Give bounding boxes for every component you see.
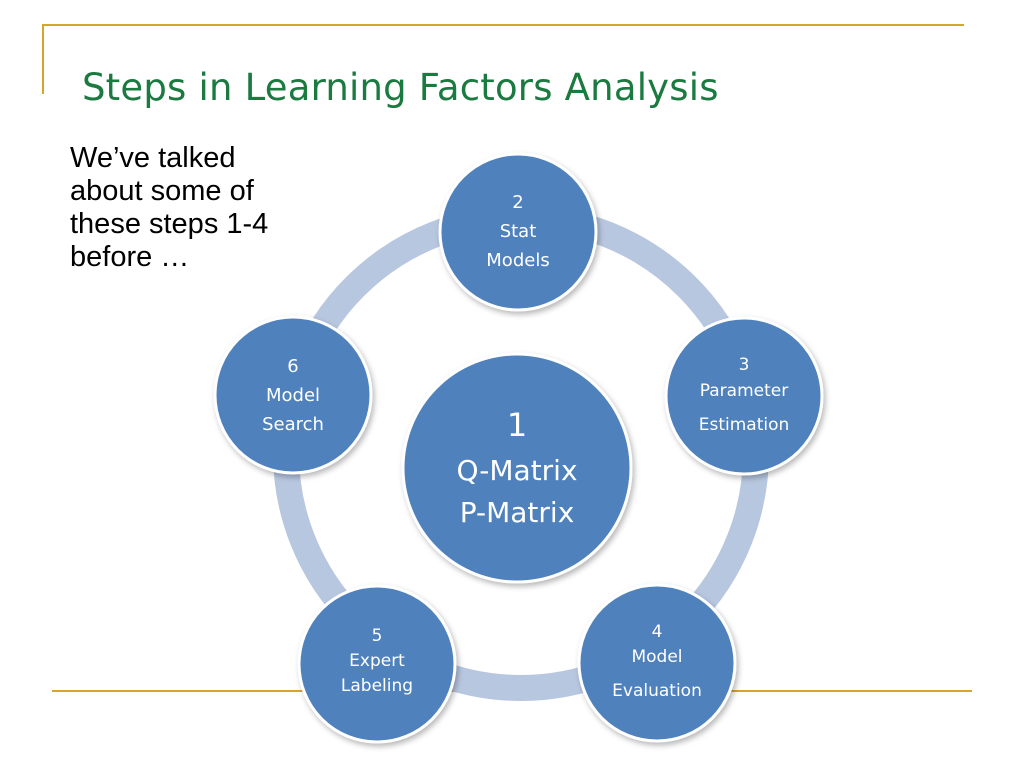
node-parameter-estimation: 3 Parameter Estimation — [664, 316, 824, 476]
node-model-evaluation-circle — [577, 583, 737, 743]
node-model-evaluation: 4 Model Evaluation — [577, 583, 737, 743]
node-model-search-circle — [213, 315, 373, 475]
node-expert-labeling-line-2: Expert — [349, 651, 405, 671]
body-text: We’ve talked about some of these steps 1… — [70, 142, 269, 273]
node-model-search-line-2: Model — [266, 385, 320, 406]
top-rule — [42, 24, 964, 26]
node-expert-labeling: 5 Expert Labeling — [297, 584, 457, 744]
node-stat-models-line-2: Stat — [500, 221, 537, 242]
node-parameter-estimation-number: 3 — [739, 355, 750, 375]
node-stat-models-line-3: Models — [486, 250, 549, 271]
node-model-search-number: 6 — [287, 356, 298, 377]
center-node-line-1: 1 — [507, 406, 527, 444]
node-stat-models: 2 Stat Models — [438, 152, 598, 312]
node-stat-models-circle — [438, 152, 598, 312]
node-expert-labeling-line-3: Labeling — [341, 676, 413, 696]
node-model-evaluation-line-2: Model — [631, 647, 682, 667]
node-model-search: 6 Model Search — [213, 315, 373, 475]
node-model-search-line-3: Search — [262, 414, 324, 435]
node-parameter-estimation-line-3: Estimation — [699, 415, 790, 435]
node-model-evaluation-line-3: Evaluation — [612, 681, 702, 701]
center-node-line-2: Q-Matrix — [456, 454, 577, 487]
center-node: 1 Q-Matrix P-Matrix — [401, 352, 633, 584]
center-node-line-3: P-Matrix — [460, 496, 575, 529]
node-parameter-estimation-line-2: Parameter — [700, 381, 788, 401]
node-parameter-estimation-circle — [664, 316, 824, 476]
node-expert-labeling-number: 5 — [372, 626, 383, 646]
slide-title: Steps in Learning Factors Analysis — [82, 66, 719, 109]
node-model-evaluation-number: 4 — [652, 622, 663, 642]
left-rule — [42, 24, 44, 94]
center-node-circle — [401, 352, 633, 584]
node-expert-labeling-circle — [297, 584, 457, 744]
node-stat-models-number: 2 — [512, 192, 523, 213]
